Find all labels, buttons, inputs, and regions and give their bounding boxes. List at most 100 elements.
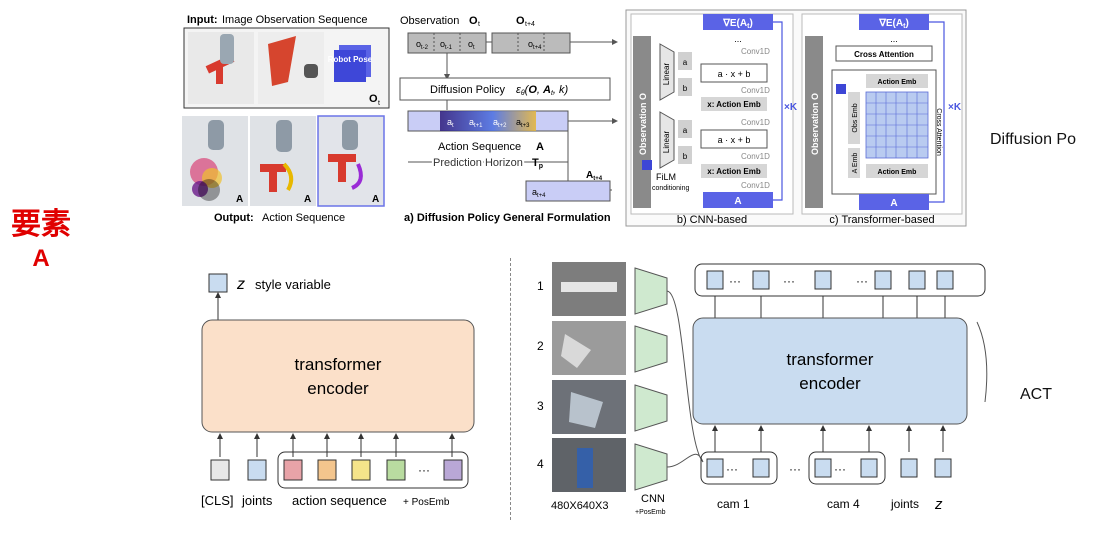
cam4-token-group <box>808 451 886 485</box>
z-symbol: z <box>236 276 245 293</box>
cnn-trapezoid-4 <box>634 443 668 491</box>
a-t4-label: At+4 <box>586 170 603 182</box>
cnn-label: CNN <box>641 493 665 505</box>
action-sequence-group <box>277 451 469 489</box>
cnn-at-label: A <box>734 196 741 207</box>
cnn-linear-2 <box>659 111 675 169</box>
tf-action-emb-bottom-label: Action Emb <box>878 169 917 176</box>
act-left-encoder-line1: transformer <box>295 355 382 374</box>
cam1-token-group <box>700 451 778 485</box>
encoder-output-lines <box>714 296 946 318</box>
observation-label: Observation <box>400 15 459 27</box>
act-left-svg: z style variable transformer encoder ···… <box>201 273 475 508</box>
action-cell-4: at+3 <box>516 117 530 129</box>
obs-cell-1: ot-2 <box>416 39 429 51</box>
a-label-2: A <box>304 194 311 205</box>
z-label-right: z <box>934 496 943 513</box>
cnn-trapezoid-3 <box>634 384 668 432</box>
cnn-grad-label: ∇E(At) <box>722 18 753 30</box>
diffusion-policy-svg: Input: Image Observation Sequence Robot … <box>182 9 967 227</box>
output-tokens <box>706 270 954 290</box>
observation-symbol-sub: t <box>478 21 480 28</box>
tf-a-emb-label: A Emb <box>852 153 859 174</box>
output-token-3 <box>814 270 832 290</box>
tf-observation-text: Observation O <box>810 93 820 155</box>
tf-cross-attention-v: Cross Attention <box>935 108 942 156</box>
joints-label: joints <box>241 493 273 508</box>
act-separator <box>510 258 511 520</box>
encoder-side-curve <box>976 321 988 403</box>
action-sequence-label: Action Sequence <box>438 141 521 153</box>
action-token-3 <box>351 459 371 481</box>
cnn-conv-1: Conv1D <box>741 47 770 56</box>
output-token-6 <box>936 270 954 290</box>
joints-token <box>247 459 267 481</box>
t-block-out-3 <box>328 154 356 162</box>
between-dots: ··· <box>789 462 801 476</box>
act-right-encoder <box>692 317 968 425</box>
output-token-4 <box>874 270 892 290</box>
robot-pose-text: Robot Pose <box>328 55 373 64</box>
cam4-token-a <box>814 458 832 478</box>
trajectory-dots-1c <box>192 181 208 197</box>
cnn-action-emb-2-label: x: Action Emb <box>707 167 761 176</box>
act-left-encoder-line2: encoder <box>307 379 369 398</box>
output-title: Action Sequence <box>262 212 345 224</box>
output-token-2 <box>752 270 770 290</box>
posemb-label: + PosEmb <box>403 497 450 508</box>
tf-attention-grid <box>865 91 929 159</box>
observation-symbol: O <box>469 15 478 27</box>
cnn-a-1 <box>678 52 692 70</box>
act-right-diagram: 1 2 3 4 480X640X3 CNN +PosEmb ··· ··· ··… <box>525 252 995 524</box>
next-action-cell: at+4 <box>532 187 546 199</box>
tp-label: Tp <box>532 157 543 170</box>
cnn-conv-5: Conv1D <box>741 181 770 190</box>
tf-at-box <box>859 194 929 210</box>
diffusion-policy-box <box>399 77 611 101</box>
style-variable-label: style variable <box>255 277 331 292</box>
action-dots: ··· <box>418 463 430 477</box>
a-label-1: A <box>236 194 243 205</box>
output-title-bold: Output: <box>214 212 254 224</box>
trajectory-out-3 <box>351 163 363 190</box>
action-token-1 <box>283 459 303 481</box>
cnn-panel <box>630 13 794 215</box>
cnn-b-2-label: b <box>683 152 688 161</box>
tf-observation-bar <box>805 36 823 208</box>
output-token-5 <box>908 270 926 290</box>
o-t4-label: O <box>516 15 525 27</box>
obs-cell-4: ot+4 <box>528 39 542 51</box>
cam4-label: cam 4 <box>827 497 860 511</box>
tf-caption: c) Transformer-based <box>829 214 934 226</box>
cnn-trapezoid-2 <box>634 325 668 373</box>
obs-down-arrowhead <box>444 74 450 80</box>
cam-photo-1-gripper <box>561 282 617 292</box>
cnn-k-label: ×K <box>784 102 798 113</box>
robot-arm-out-1 <box>208 120 224 150</box>
cnn-film-label: FiLM <box>656 172 676 182</box>
top-dots-3: ··· <box>856 274 868 288</box>
cam-photo-2-gripper <box>561 334 591 368</box>
joints-label-right: joints <box>890 497 919 511</box>
caption-a: a) Diffusion Policy General Formulation <box>404 212 611 224</box>
camera-overlay-icon[interactable] <box>198 179 220 201</box>
cnn-backbones <box>634 267 668 491</box>
tf-at-label: A <box>890 198 897 209</box>
cnn-a-2-label: a <box>683 126 688 135</box>
cnn-observation-text: Observation O <box>638 93 648 155</box>
a-label-3: A <box>372 194 379 205</box>
o-t4-label-sub: t+4 <box>525 21 535 28</box>
diffusion-policy-figure: Input: Image Observation Sequence Robot … <box>176 4 971 234</box>
cnn-film-2-expr: a · x + b <box>718 135 751 145</box>
output-token-1 <box>706 270 724 290</box>
cnn-conv-2: Conv1D <box>741 86 770 95</box>
action-timeline-arrow <box>612 118 618 124</box>
diffusion-policy-label: Diffusion Po <box>990 131 1076 148</box>
cnn-action-emb-1 <box>701 97 767 111</box>
action-token-4 <box>386 459 406 481</box>
element-cn-text: 要素 <box>11 207 71 242</box>
action-token-5 <box>443 459 463 481</box>
action-token-2 <box>317 459 337 481</box>
tf-loop-arrow <box>929 21 945 203</box>
cam4-dots: ··· <box>834 462 846 476</box>
